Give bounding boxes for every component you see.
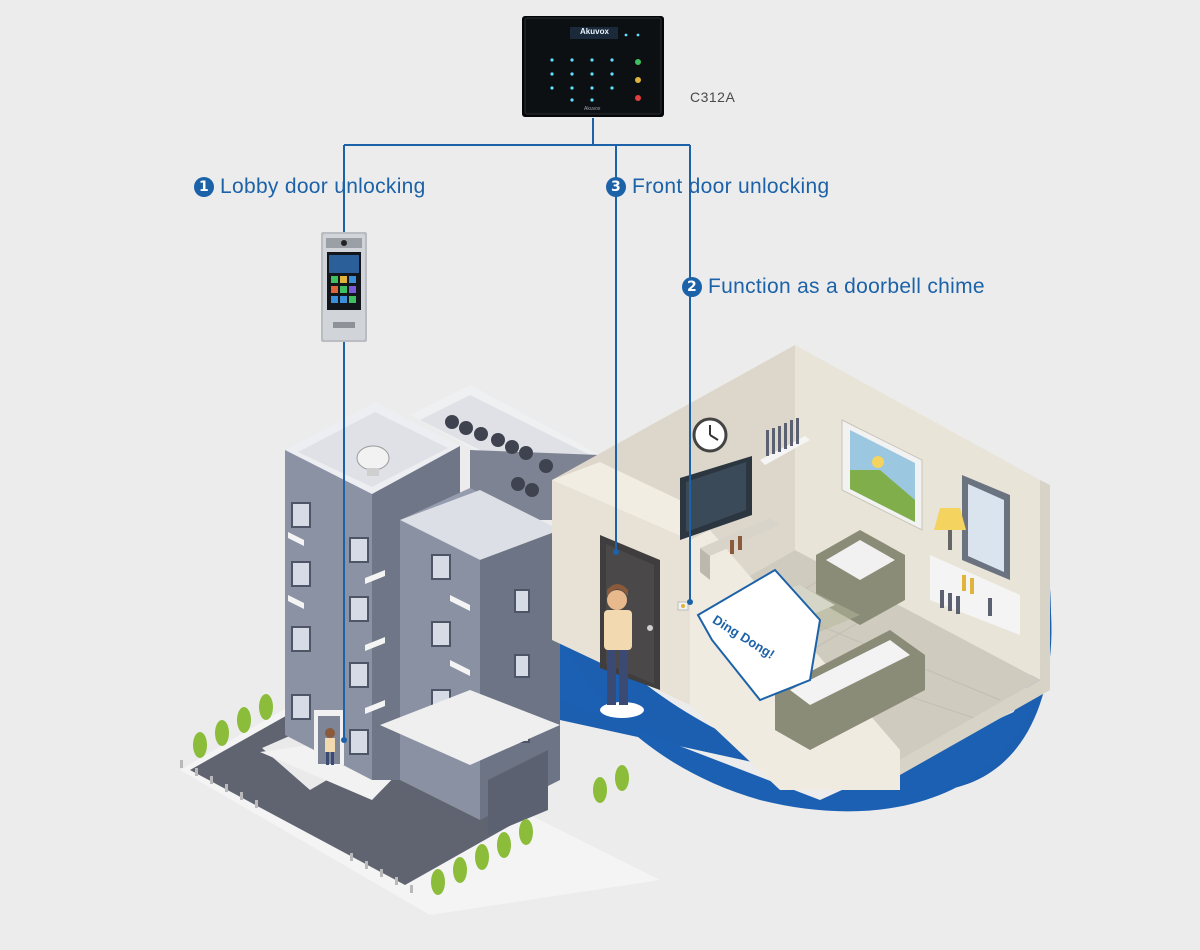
connection-nodes	[341, 549, 693, 743]
hang-up-icon	[635, 95, 641, 101]
callout-front-door-unlocking: 3 Front door unlocking	[606, 175, 829, 199]
visitor-at-lobby	[325, 728, 335, 765]
building-right-block	[380, 488, 560, 835]
rooftop-fans	[445, 415, 553, 497]
wall-shelf	[760, 418, 810, 465]
callout-number-badge: 1	[194, 177, 214, 197]
unlock-icon	[635, 77, 641, 83]
tv	[680, 456, 780, 580]
outdoor-door-phone	[321, 232, 367, 342]
building-left-tower	[285, 402, 460, 780]
monitor-brand-logo: Akuvox	[580, 27, 609, 36]
wall-clock	[692, 417, 728, 453]
doorbell-chime-device	[677, 601, 689, 611]
wall-painting	[841, 419, 923, 531]
resident-at-door	[600, 584, 644, 718]
callout-number-badge: 2	[682, 277, 702, 297]
connection-lines	[343, 118, 691, 740]
callout-doorbell-chime: 2 Function as a doorbell chime	[682, 275, 985, 299]
sofa	[775, 630, 925, 750]
armchair	[816, 530, 905, 625]
lamp	[934, 508, 966, 550]
fence-posts	[180, 760, 413, 893]
monitor-brand-footer: Akuvox	[584, 106, 601, 112]
device-model-label: C312A	[690, 89, 736, 105]
callout-text: Front door unlocking	[632, 175, 830, 198]
speech-bubble	[696, 568, 822, 702]
shrubs	[193, 694, 629, 895]
callout-text: Function as a doorbell chime	[708, 275, 985, 298]
callout-lobby-door-unlocking: 1 Lobby door unlocking	[194, 175, 426, 199]
room-window	[962, 475, 1010, 580]
bookcase	[930, 555, 1020, 635]
callout-text: Lobby door unlocking	[220, 175, 426, 198]
indoor-monitor-c312a	[522, 16, 664, 117]
callout-number-badge: 3	[606, 177, 626, 197]
room-base-disc	[540, 540, 1052, 792]
answer-call-icon	[635, 59, 641, 65]
